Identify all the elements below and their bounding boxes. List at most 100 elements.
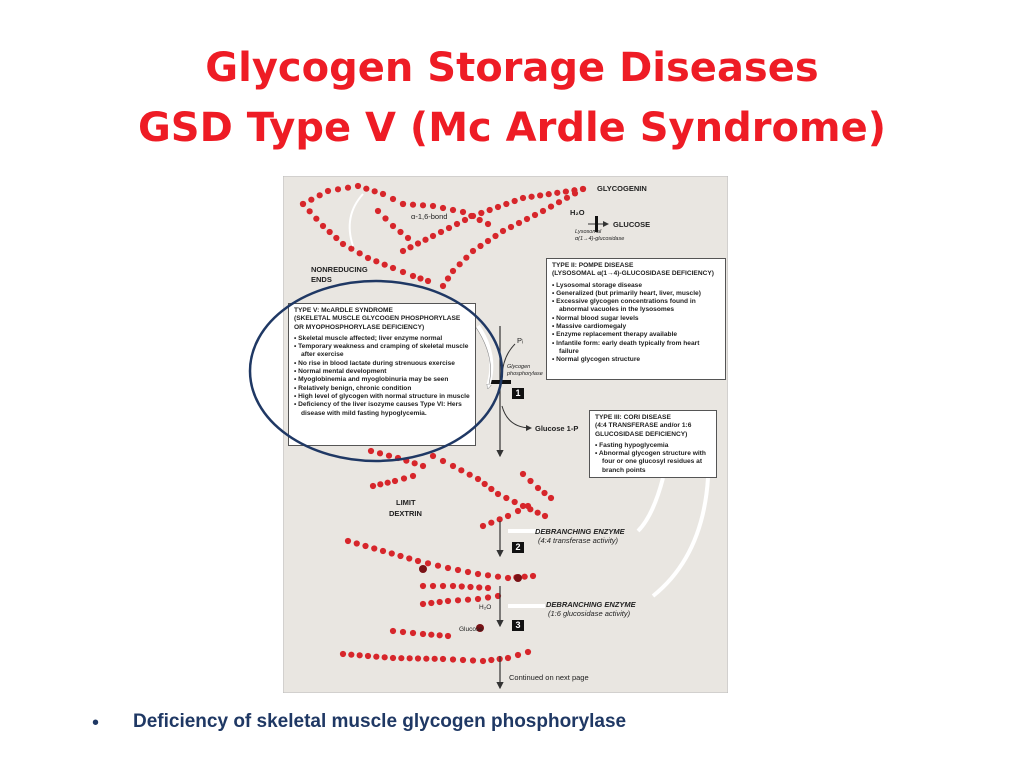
glucose-bead <box>389 627 397 635</box>
glucose-bead <box>459 208 467 216</box>
phosphorylase-enzyme-label: phosphorylase <box>507 371 543 377</box>
mcardle-syndrome-box: TYPE V: McARDLE SYNDROME (SKELETAL MUSCL… <box>288 303 476 446</box>
glucose-bead <box>409 472 417 480</box>
glucose-bead <box>554 189 561 196</box>
glucose-bead <box>444 275 452 282</box>
glucose-bead <box>371 545 378 552</box>
glucose-bead <box>409 272 417 280</box>
glucose-bead <box>579 185 587 193</box>
nonreducing-ends-label: ENDS <box>311 275 332 284</box>
glucose-bead <box>454 597 462 604</box>
glucose-bead <box>403 457 410 464</box>
glucose-bead <box>367 447 375 455</box>
glucose-bead <box>555 199 563 206</box>
glucose-bead <box>369 482 377 490</box>
glucose-bead <box>429 452 437 460</box>
glucose-bead <box>373 653 380 660</box>
glucose-bead <box>494 203 502 211</box>
glucose-bead <box>306 208 313 215</box>
list-item: Massive cardiomegaly <box>552 323 720 331</box>
glucose-bead <box>492 232 499 240</box>
glucose-bead <box>356 652 363 659</box>
list-item: Normal mental development <box>294 368 470 376</box>
glucose-bead <box>391 477 399 485</box>
glucose-bead <box>398 655 405 662</box>
glucose-bead <box>313 215 320 222</box>
mcardle-heading: TYPE V: McARDLE SYNDROME (SKELETAL MUSCL… <box>294 307 461 331</box>
glucose-top-label: GLUCOSE <box>613 220 651 229</box>
glucose-bead <box>436 598 443 606</box>
glucose-bead <box>406 555 413 562</box>
glycogenin-label: GLYCOGENIN <box>597 184 647 193</box>
glucose-bead <box>539 207 547 215</box>
glucose-bead <box>419 462 427 470</box>
glucose-bead <box>514 507 522 515</box>
cori-disease-box: TYPE III: CORI DISEASE (4:4 TRANSFERASE … <box>589 410 717 478</box>
free-glucose-bead <box>476 624 484 632</box>
list-item: Generalized (but primarily heart, liver,… <box>552 290 720 298</box>
glucose-bead <box>469 657 477 664</box>
glucose-bead <box>507 223 515 231</box>
glucose-bead <box>474 475 482 483</box>
glucose-bead <box>319 222 327 230</box>
glucose-bead <box>399 247 407 255</box>
glucose-bead <box>458 583 465 590</box>
glucose-bead <box>414 557 422 565</box>
glucose-bead <box>468 212 475 220</box>
glucose-bead <box>458 467 465 474</box>
cori-pointer-arrow-2 <box>651 477 710 598</box>
glucose-bead <box>463 254 470 261</box>
glucose-bead <box>504 574 512 582</box>
glucose-bead <box>547 494 555 502</box>
glucose-bead <box>499 227 507 235</box>
glucose-bead <box>389 195 397 203</box>
glucose-bead <box>439 282 447 290</box>
debranch2-sub: (1:6 glucosidase activity) <box>548 609 631 618</box>
cori-list: Fasting hypoglycemia Abnormal glycogen s… <box>595 442 711 475</box>
list-item: Deficiency of the liver isozyme causes T… <box>294 401 470 418</box>
glucose-bead <box>496 516 503 523</box>
glucose-bead <box>467 583 474 591</box>
glucose-bead <box>348 651 355 658</box>
glucose-bead <box>439 655 447 663</box>
glucose-bead <box>488 519 495 526</box>
glycogen-enzyme-label: Glycogen <box>507 364 531 370</box>
glucose-bead <box>469 247 477 255</box>
glucose-bead <box>308 196 315 203</box>
slide-subtitle: GSD Type V (Mc Ardle Syndrome) <box>137 105 887 151</box>
glucose-bead <box>534 509 541 516</box>
glucose-bead <box>504 654 512 662</box>
glucose-bead <box>476 216 483 224</box>
glucose-bead <box>422 236 429 243</box>
glucose-bead <box>371 188 378 195</box>
glucose-bead <box>466 471 473 478</box>
glucose-bead <box>449 462 457 470</box>
step-1-badge: 1 <box>512 388 524 399</box>
glucose-bead <box>316 192 323 199</box>
glucose-bead <box>514 651 522 659</box>
glucose-bead <box>404 234 412 242</box>
list-item: Normal blood sugar levels <box>552 315 720 323</box>
glucose-bead <box>481 480 488 488</box>
enzyme-block-bar <box>489 380 511 384</box>
glucose-bead <box>444 632 452 640</box>
glucose-bead <box>439 457 447 465</box>
glucose-bead <box>444 597 452 605</box>
glucose-bead <box>456 261 463 268</box>
glucose-bead <box>449 267 457 275</box>
glucose-bead <box>503 494 510 502</box>
glucose-bead <box>344 537 352 545</box>
branch-glucose-bead-2 <box>419 565 427 573</box>
glucose-bead <box>511 197 518 205</box>
glucose-1p-label: Glucose 1-P <box>535 424 579 433</box>
glucose-bead <box>333 234 340 242</box>
glucose-bead <box>474 570 482 578</box>
glucose-bead <box>381 261 388 268</box>
glucose-bead <box>428 599 435 607</box>
pompe-heading: TYPE II: POMPE DISEASE (LYSOSOMAL α(1→4)… <box>552 262 714 278</box>
glucose-bead <box>417 275 424 282</box>
glucose-bead <box>414 240 422 247</box>
glucose-bead <box>397 552 404 560</box>
glucose-bead <box>411 460 418 467</box>
glucose-bead <box>449 656 457 663</box>
